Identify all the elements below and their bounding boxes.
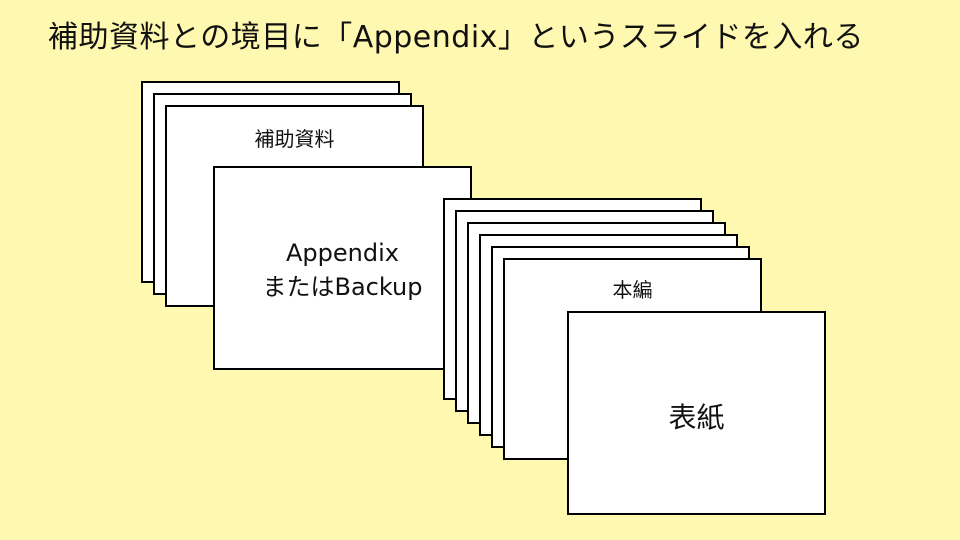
cover-label: 表紙 [668,401,725,434]
backup-label: またはBackup [262,273,423,301]
slide-title: 補助資料との境目に「Appendix」というスライドを入れる [48,20,864,55]
cover-slide: 表紙 [567,311,826,515]
appendix-divider-slide: Appendix またはBackup [213,166,472,370]
main-body-label: 本編 [612,278,653,302]
appendix-label: Appendix [286,239,399,267]
supplementary-label: 補助資料 [254,127,335,151]
